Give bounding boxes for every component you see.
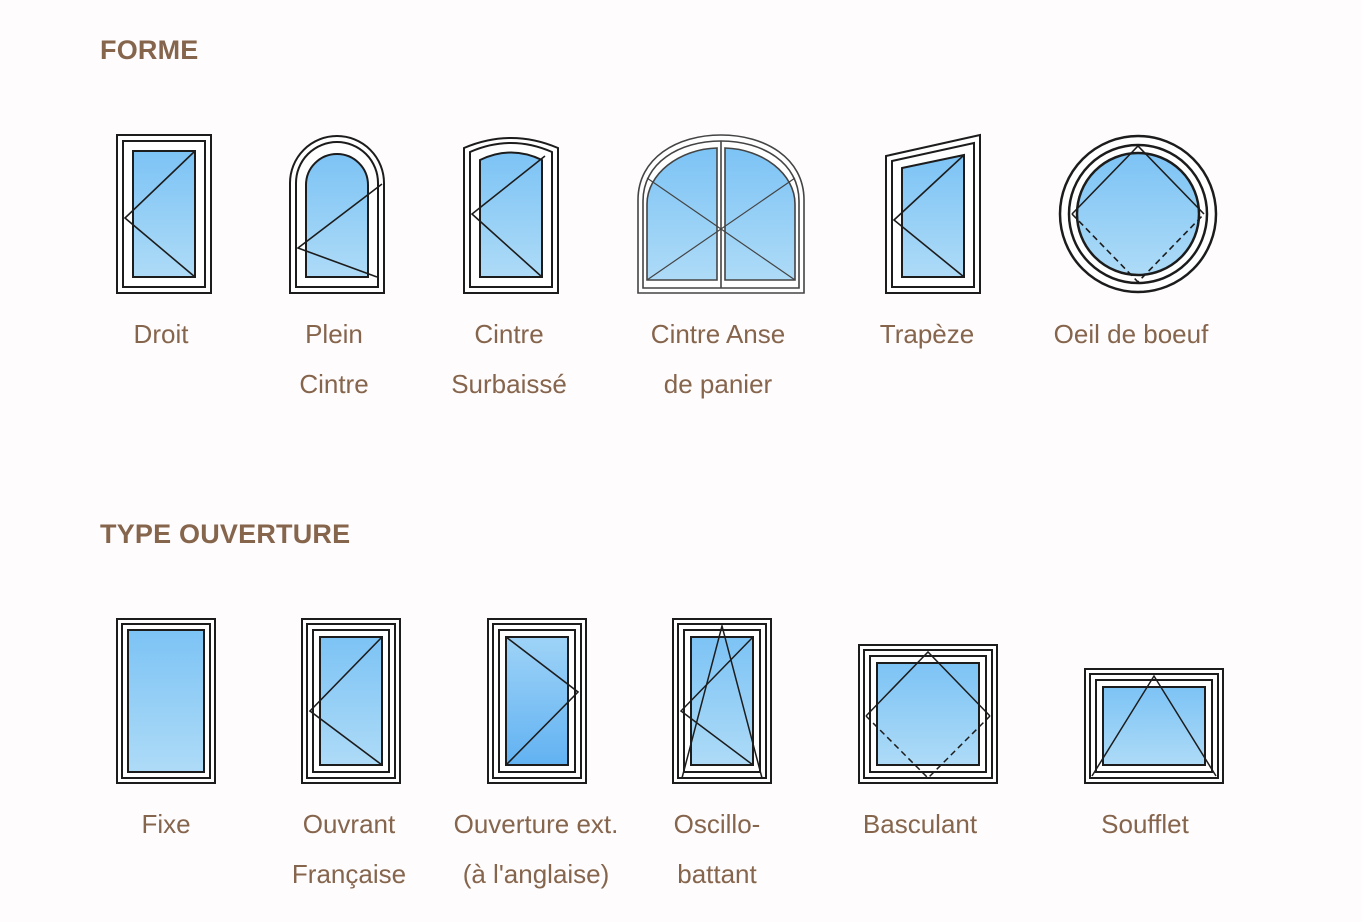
basket-handle-arch-window-icon [637, 134, 805, 294]
trapezoid-window-icon [885, 133, 981, 294]
fixed-window-icon [116, 618, 216, 784]
section-title-forme: FORME [100, 35, 199, 65]
label-trapeze: Trapèze [879, 319, 975, 349]
label-basculant: Basculant [862, 809, 978, 839]
label-droit: Droit [133, 319, 189, 349]
label-oscillo-battant: Oscillo-battant [673, 809, 761, 889]
label-soufflet: Soufflet [1101, 809, 1189, 839]
outward-opening-window-icon [487, 618, 587, 784]
round-window-icon [1058, 134, 1218, 294]
section-title-type-ouverture: TYPE OUVERTURE [100, 519, 351, 549]
label-ouverture-ext: Ouverture ext.(à l'anglaise) [453, 809, 619, 889]
label-fixe: Fixe [141, 809, 191, 839]
full-arch-window-icon [289, 135, 385, 294]
label-oeil-de-boeuf: Oeil de boeuf [1053, 319, 1209, 349]
french-casement-window-icon [301, 618, 401, 784]
tilt-and-turn-window-icon [672, 618, 772, 784]
segmental-arch-window-icon [463, 137, 559, 294]
pivot-window-icon [858, 644, 998, 784]
hopper-window-icon [1084, 668, 1224, 784]
straight-window-icon [116, 134, 212, 294]
